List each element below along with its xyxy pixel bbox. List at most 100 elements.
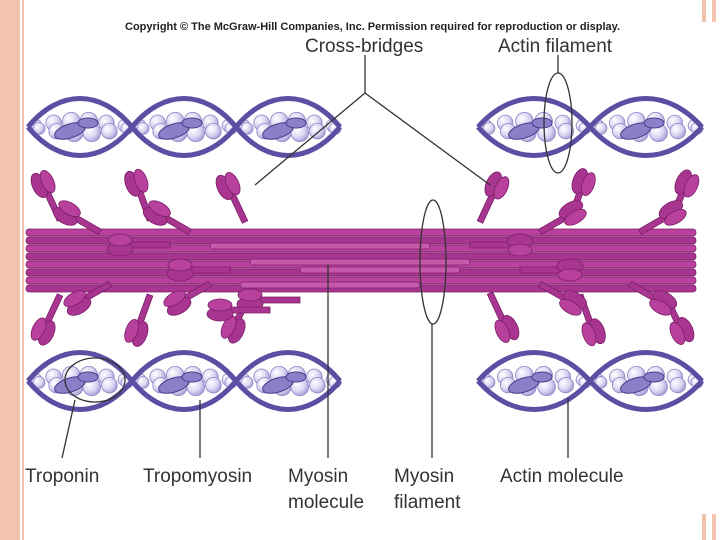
label-tropomyosin: Tropomyosin [143, 466, 252, 487]
actin-bead [309, 376, 326, 394]
myosin-head [519, 258, 584, 282]
actin-filaments [26, 96, 704, 412]
label-myosin-filament-line2: filament [394, 492, 461, 513]
troponin-blob [643, 117, 665, 129]
label-cross-bridges: Cross-bridges [305, 36, 423, 57]
actin-bead [136, 122, 150, 135]
tropomyosin-strand [588, 350, 704, 383]
troponin-blob [643, 371, 665, 383]
troponin-leader [61, 399, 76, 459]
tropomyosin-strand [588, 379, 704, 412]
tropomyosin-strand [476, 379, 592, 412]
myosin-head-lobe [559, 298, 582, 316]
myosin-head [30, 293, 64, 346]
actin-bead [557, 122, 574, 140]
myosin-head-lobe [167, 258, 193, 272]
tropomyosin-strand [476, 125, 592, 158]
label-actin-molecule: Actin molecule [500, 466, 624, 487]
tropomyosin-strand [26, 379, 134, 412]
myosin-head-lobe [507, 243, 533, 257]
tropomyosin-strand [234, 379, 342, 412]
myosin-head-lobe [237, 288, 263, 302]
tropomyosin-strand [234, 96, 342, 129]
myosin-molecule-tail [239, 281, 421, 289]
actin-bead [482, 122, 496, 135]
actin-filament [26, 350, 342, 412]
actin-segment [588, 96, 704, 158]
troponin-blob [77, 371, 99, 383]
slide-border-left [0, 0, 20, 540]
actin-filament [476, 350, 704, 412]
troponin-blob [531, 371, 553, 383]
actin-bead [309, 122, 326, 140]
label-myosin-molecule-line1: Myosin [288, 466, 348, 487]
corner-decoration-top-2 [702, 0, 706, 22]
cross-bridge-leader-right [364, 92, 491, 186]
actin-segment [234, 350, 342, 412]
actin-bead [594, 122, 608, 135]
actin-bead [482, 376, 496, 389]
actin-filament [26, 96, 342, 158]
actin-segment [130, 96, 238, 158]
myosin-head-lobe [557, 268, 583, 282]
actin-segment [130, 350, 238, 412]
myosin-head-lobe [58, 200, 81, 218]
myosin-head-lobe [649, 298, 672, 316]
actin-bead [240, 376, 254, 389]
myosin-head-lobe [224, 172, 241, 196]
myosin-head [63, 280, 113, 316]
myosin-head [124, 293, 154, 347]
myosin-neck [229, 306, 271, 314]
actin-bead [205, 376, 222, 394]
myosin-filament-marker [419, 199, 447, 325]
actin-segment [476, 350, 592, 412]
myosin-head-lobe [581, 322, 597, 347]
myosin-head [142, 200, 193, 236]
tropomyosin-strand [130, 96, 238, 129]
myosin-filament [25, 168, 700, 347]
corner-decoration-bottom [712, 514, 716, 540]
label-actin-filament: Actin filament [498, 36, 613, 57]
myosin-neck [486, 291, 506, 322]
myosin-head [486, 291, 520, 343]
actin-bead [669, 376, 686, 394]
myosin-head [166, 258, 231, 282]
myosin-head [206, 298, 271, 322]
myosin-head-lobe [63, 290, 86, 308]
myosin-head [627, 280, 678, 316]
troponin-blob [181, 371, 203, 383]
label-myosin-filament-line1: Myosin [394, 466, 454, 487]
label-myosin-molecule-line2: molecule [288, 492, 364, 513]
copyright-text: Copyright © The McGraw-Hill Companies, I… [125, 21, 620, 33]
troponin-blob [181, 117, 203, 129]
troponin-blob [531, 117, 553, 129]
myosin-head [537, 200, 587, 236]
myosin-head [215, 172, 249, 224]
actin-segment [476, 96, 592, 158]
troponin-blob [77, 117, 99, 129]
actin-filament [476, 96, 704, 158]
tropomyosin-strand [588, 125, 704, 158]
myosin-neck [44, 293, 64, 324]
tropomyosin-strand [588, 96, 704, 129]
myosin-head-lobe [664, 208, 687, 226]
label-troponin: Troponin [25, 466, 99, 487]
slide-border-line [22, 0, 24, 540]
myosin-head-lobe [107, 233, 133, 247]
tropomyosin-strand [130, 125, 238, 158]
actin-bead [101, 376, 118, 394]
myosin-head-lobe [39, 170, 56, 194]
myosin-head [30, 170, 64, 222]
myosin-neck [259, 296, 301, 304]
myosin-head [163, 280, 213, 316]
actin-bead [205, 122, 222, 140]
tropomyosin-strand [476, 96, 592, 129]
actin-segment [588, 350, 704, 412]
tropomyosin-strand [130, 350, 238, 383]
myosin-neck [476, 193, 496, 224]
corner-decoration-bottom-2 [702, 514, 706, 540]
myosin-head [52, 200, 103, 236]
myosin-molecule-tail [209, 242, 431, 250]
troponin-blob [285, 117, 307, 129]
